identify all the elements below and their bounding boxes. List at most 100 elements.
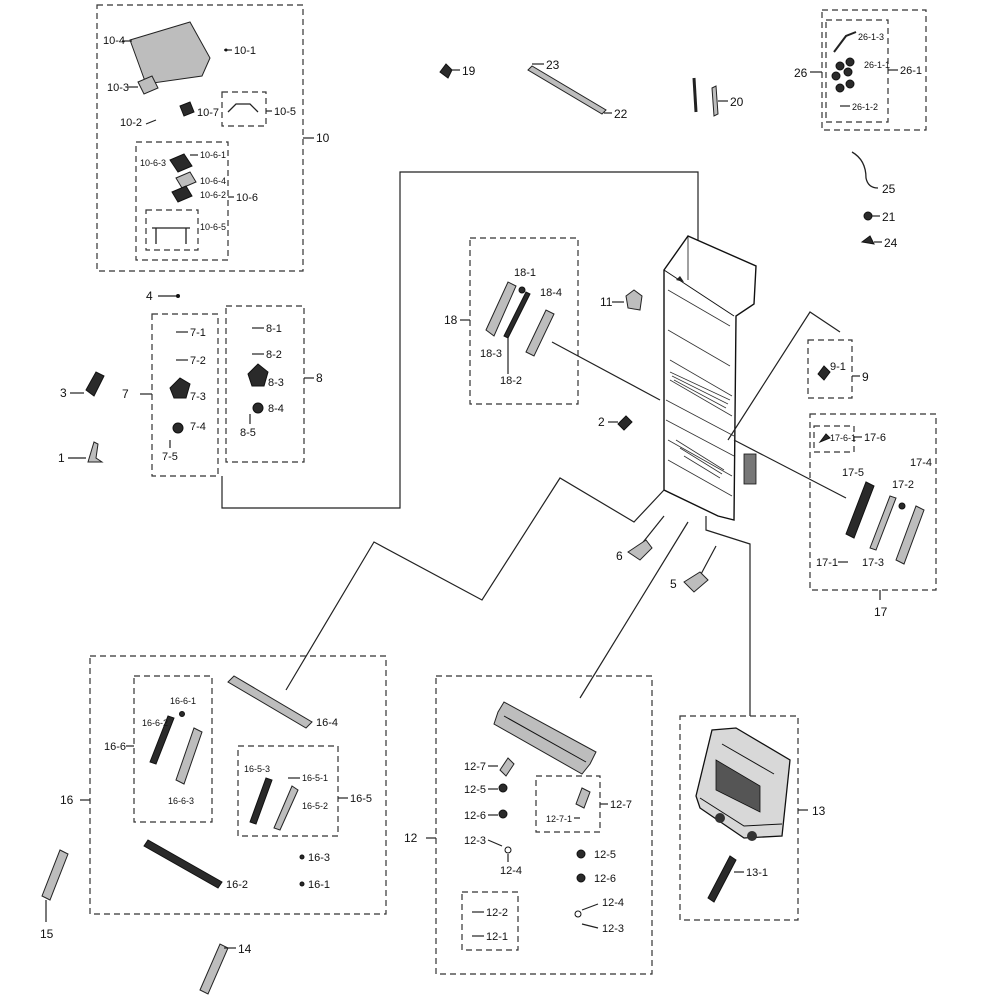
label-12-6: 12-6 [464,810,486,822]
label-12-3: 12-3 [464,835,486,847]
part-17-5[interactable] [845,481,875,539]
part-16-5-2[interactable] [273,785,299,831]
part-18-1[interactable] [518,286,526,294]
label-26-1-3: 26-1-3 [858,32,884,42]
label-10-4: 10-4 [103,35,125,47]
part-17-6-1[interactable] [818,433,831,444]
part-21[interactable] [863,211,873,221]
group-10-box [96,4,304,272]
part-10-6-2[interactable] [171,185,193,203]
part-10-5[interactable] [227,103,259,113]
parts-15-14: 15 14 [40,849,252,995]
part-10-6-4[interactable] [175,171,197,189]
part-6[interactable] [627,539,653,561]
label-16-5-3: 16-5-3 [244,764,270,774]
label-12-4: 12-4 [500,865,522,877]
part-10-7[interactable] [179,101,195,117]
group-10: 10 10-4 10-1 10-3 10-7 10-5 10-2 10-6 10… [96,4,330,272]
label-16-3: 16-3 [308,852,330,864]
part-22[interactable] [527,65,607,115]
part-10-4[interactable] [129,21,211,85]
part-12-5-b[interactable] [576,849,586,859]
part-7-4[interactable] [172,422,184,434]
part-9-1[interactable] [817,365,831,381]
part-13-1[interactable] [707,855,737,903]
part-8-3[interactable] [247,363,269,387]
part-20b[interactable] [711,85,719,117]
label-26-1: 26-1 [900,65,922,77]
label-26-1-1: 26-1-1 [864,60,890,70]
group-16-box [89,655,387,915]
label-10-6-1: 10-6-1 [200,150,226,160]
part-10-2[interactable] [145,119,157,125]
label-16-5-2: 16-5-2 [302,801,328,811]
label-7: 7 [122,387,129,401]
label-10-5: 10-5 [274,106,296,118]
label-16-5-1: 16-5-1 [302,773,328,783]
part-16-6-1[interactable] [179,711,185,717]
label-17-6: 17-6 [864,432,886,444]
label-7-3: 7-3 [190,391,206,403]
part-10-6-5[interactable] [152,227,190,244]
part-16-1[interactable] [299,881,305,887]
part-12-4-b[interactable] [574,910,582,918]
part-25[interactable] [851,151,879,189]
part-17-3[interactable] [869,495,897,551]
label-17-3: 17-3 [862,557,884,569]
part-2[interactable] [617,415,633,431]
part-4[interactable] [176,294,180,298]
part-8-4[interactable] [252,402,264,414]
fridge-cabinet[interactable] [663,235,757,521]
part-14[interactable] [199,943,229,995]
label-13: 13 [812,804,826,818]
part-7-3[interactable] [169,377,191,399]
part-12-7-b[interactable] [575,787,591,809]
part-16-3[interactable] [299,854,305,860]
group-16-6-box [133,675,213,823]
label-16-6-1: 16-6-1 [170,696,196,706]
group-13-box [679,715,799,921]
part-12-4[interactable] [504,846,512,854]
part-16-6-2[interactable] [149,715,175,765]
label-22: 22 [614,107,628,121]
label-7-5: 7-5 [162,451,178,463]
part-26-1-1[interactable] [831,57,855,93]
part-19[interactable] [439,63,453,79]
part-18-2[interactable] [503,291,531,339]
part-16-6-3[interactable] [175,727,203,785]
group-18: 18 18-3 18-2 18-1 18-4 [444,237,661,405]
part-12-5[interactable] [498,783,508,793]
label-10-6: 10-6 [236,192,258,204]
label-16-4: 16-4 [316,717,338,729]
label-16-1: 16-1 [308,879,330,891]
part-26-1-3[interactable] [833,31,857,53]
label-25: 25 [882,182,896,196]
connector-13 [705,516,751,716]
part-18-4[interactable] [525,309,555,357]
part-10-6-3[interactable] [169,153,193,173]
part-18-3[interactable] [485,281,517,337]
part-3[interactable] [85,371,105,397]
part-15[interactable] [41,849,69,901]
part-11[interactable] [625,289,643,311]
label-12: 12 [404,831,418,845]
part-1[interactable] [87,441,104,463]
part-16-5-3[interactable] [249,777,273,825]
part-12-6[interactable] [498,809,508,819]
part-10-3[interactable] [137,75,159,95]
label-16-6-2: 16-6-2 [142,718,168,728]
part-20a[interactable] [692,77,698,113]
part-12-6-b[interactable] [576,873,586,883]
right-loose-parts: 25 21 24 [851,151,898,250]
part-24[interactable] [860,235,875,245]
part-5[interactable] [683,571,709,593]
label-8-4: 8-4 [268,403,284,415]
part-13-drawer[interactable] [695,727,791,841]
part-17-4[interactable] [895,505,925,565]
part-12-frame[interactable] [493,701,597,775]
part-16-4[interactable] [227,675,313,729]
part-12-7[interactable] [499,757,515,777]
part-17-2[interactable] [898,502,906,510]
part-16-2[interactable] [143,839,223,889]
group-7: 7 7-1 7-2 7-3 7-4 7-5 [122,313,219,477]
